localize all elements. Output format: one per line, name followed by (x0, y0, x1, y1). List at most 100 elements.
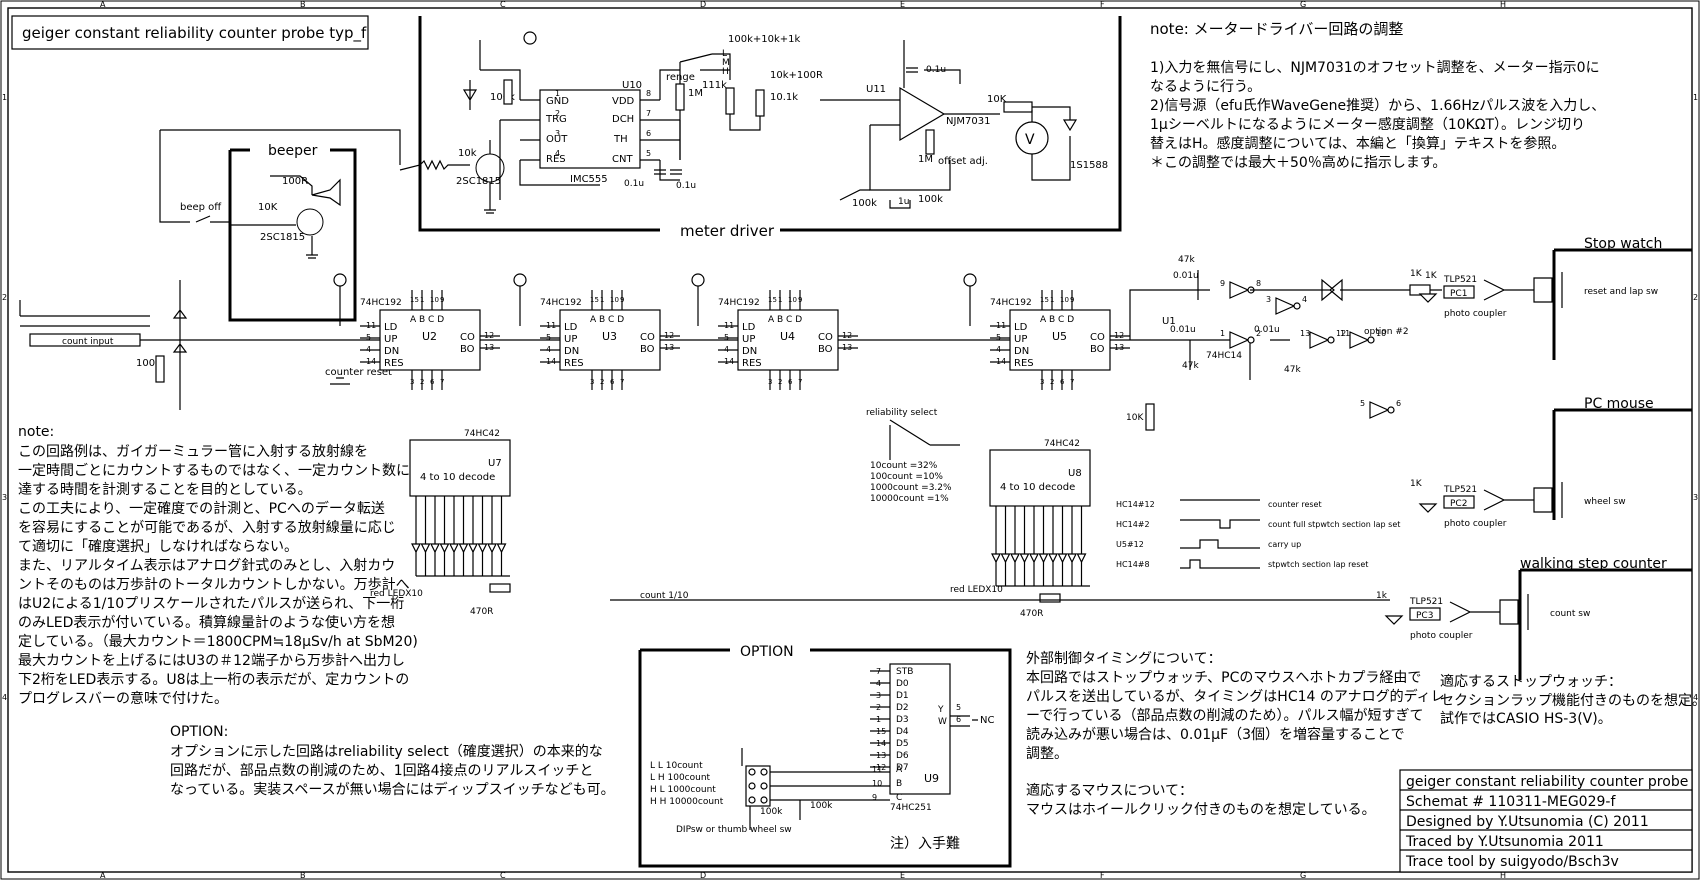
opto-pc-box (1409, 607, 1441, 621)
stopwatch-note-title: 適応するストップウォッチ： (1440, 673, 1622, 690)
counter-pin-label: CO (818, 332, 833, 343)
note-right-line: なるように行う。 (1150, 79, 1261, 95)
diode-d1 (462, 80, 478, 110)
timing-desc: carry up (1268, 540, 1301, 549)
opto-led (1418, 293, 1438, 303)
note-left-line: はU2による1/10プリスケールされたパルスが送られ、下一桁 (18, 596, 404, 612)
chip-74hc251 (889, 663, 951, 795)
beep-off-label: beep off (180, 202, 222, 213)
counter-pin-label: RES (384, 358, 404, 369)
inverter-pin-in: 9 (1220, 279, 1225, 288)
counter-pin-label: LD (564, 322, 578, 333)
opamp-feedback (839, 160, 951, 209)
reliability-switch (889, 419, 960, 460)
counter-pin-label: BO (460, 344, 475, 355)
r10k-meter-resistor (1003, 101, 1033, 113)
mouse-line: マウスはホイールクリック付きのものを想定している。 (1026, 802, 1376, 818)
opto-led (1418, 503, 1438, 513)
note-left-line: ントそのものは万歩計のトータルカウントしかない。万歩計へ (18, 577, 410, 593)
r100k-label: 100k (490, 92, 515, 103)
u9-sel-label: B (896, 779, 902, 789)
counter-chip-u5 (1009, 309, 1111, 371)
timing-waveform (1180, 559, 1260, 569)
u9-sel-num: 11 (872, 765, 882, 774)
opto-r-label: 1K (1410, 479, 1423, 489)
column-marker-bottom: C (500, 871, 506, 880)
timing-signal: HC14#12 (1116, 500, 1155, 509)
inner-frame (7, 7, 1693, 873)
stopwatch-r1k (1409, 284, 1431, 296)
rel-row-3: 10000count =1% (870, 494, 949, 504)
rel-row-1: 100count =10% (870, 472, 943, 482)
u9-pin-label: D3 (896, 715, 909, 725)
beep-off-switch (159, 130, 230, 223)
decoder-label: 4 to 10 decode (420, 472, 495, 483)
led (1000, 553, 1011, 564)
opto-r-label: 1k (1376, 591, 1388, 601)
renge-combo-label: 100k+10k+1k (728, 34, 801, 45)
u9-sel-num: 10 (872, 779, 882, 788)
stopwatch-note-line-0: セクションラップ機能付きのものを想定。 (1440, 693, 1700, 709)
u1-option2-label: option #2 (1364, 327, 1409, 337)
c01a-label: 0.1u (624, 179, 644, 189)
chip-imc555 (539, 89, 641, 169)
counter-bottom-num: 3 (768, 378, 772, 386)
column-marker-bottom: H (1500, 871, 1506, 880)
u1-c001a-label: 0.01u (1173, 271, 1199, 281)
row-marker-left: 3 (2, 493, 7, 502)
u11-label: U11 (866, 84, 886, 95)
counter-top-num: 10 (1060, 296, 1069, 304)
meter-driver-frame-left (418, 16, 660, 232)
meter-driver-label: meter driver (680, 222, 775, 240)
external-line: パルスを送出しているが、タイミングはHC14 のアナログ的ディレ (1026, 688, 1445, 705)
option-note-title: OPTION: (170, 724, 228, 740)
inverter-pin-in: 13 (1300, 329, 1310, 338)
caps-01u (654, 169, 682, 175)
beeper-frame (228, 148, 357, 322)
mouse-title: 適応するマウスについて： (1026, 782, 1193, 799)
counter-bottom-num: 3 (410, 378, 414, 386)
pin-vdd: VDD (612, 96, 635, 107)
led (449, 543, 459, 554)
counter-pin-label: DN (1014, 346, 1029, 357)
beeper-q-label: 2SC1815 (260, 232, 305, 243)
q-meter-label: 2SC1815 (456, 176, 501, 187)
opto-led (1384, 615, 1404, 625)
counter-top-num: 10 (430, 296, 439, 304)
decoder-type: 74HC42 (1044, 439, 1080, 449)
opto-pc-box (1443, 495, 1475, 509)
led-label: red LEDX10 (370, 589, 423, 599)
dip-contact-5 (748, 796, 756, 804)
counter-pin-label: BO (818, 344, 833, 355)
note-left-line: 一定時間ごとにカウントするものではなく、一定カウント数に (18, 463, 410, 479)
title-block-frame (1399, 769, 1693, 873)
pin-num-1: 1 (555, 89, 560, 98)
counter-type: 74HC192 (718, 298, 760, 308)
note-right-line: ＊この調整では最大＋50％高めに指示します。 (1150, 154, 1446, 171)
counter-top-num: 10 (610, 296, 619, 304)
u9-type: 74HC251 (890, 803, 932, 813)
counter-pin-label: UP (384, 334, 397, 345)
transistor-2sc1815-beeper (296, 208, 324, 236)
pin-num-2: 2 (555, 109, 560, 118)
counter-bottom-num: 2 (420, 378, 424, 386)
timing-waveform (1180, 519, 1260, 529)
option-table-row: H H 10000count (650, 797, 724, 807)
u9-out-num: 5 (956, 703, 961, 712)
decoder-label: 4 to 10 decode (1000, 482, 1075, 493)
u9-pin-label: D2 (896, 703, 909, 713)
inverter-pin-in: 5 (1360, 399, 1365, 408)
led (420, 543, 431, 554)
counter-pin-label: LD (384, 322, 398, 333)
counter-pin-label: UP (564, 334, 577, 345)
r10k-label: 10k (458, 148, 477, 159)
u9-sel-label: C (896, 793, 902, 803)
reliability-r10k (1145, 403, 1155, 431)
external-line: 読み込みが悪い場合は、0.01μF（3個）を増容量することで (1026, 726, 1405, 743)
counter-pin-label: BO (640, 344, 655, 355)
timing-desc: stpwtch section lap reset (1268, 560, 1368, 569)
u9-pin-label: D0 (896, 679, 909, 689)
